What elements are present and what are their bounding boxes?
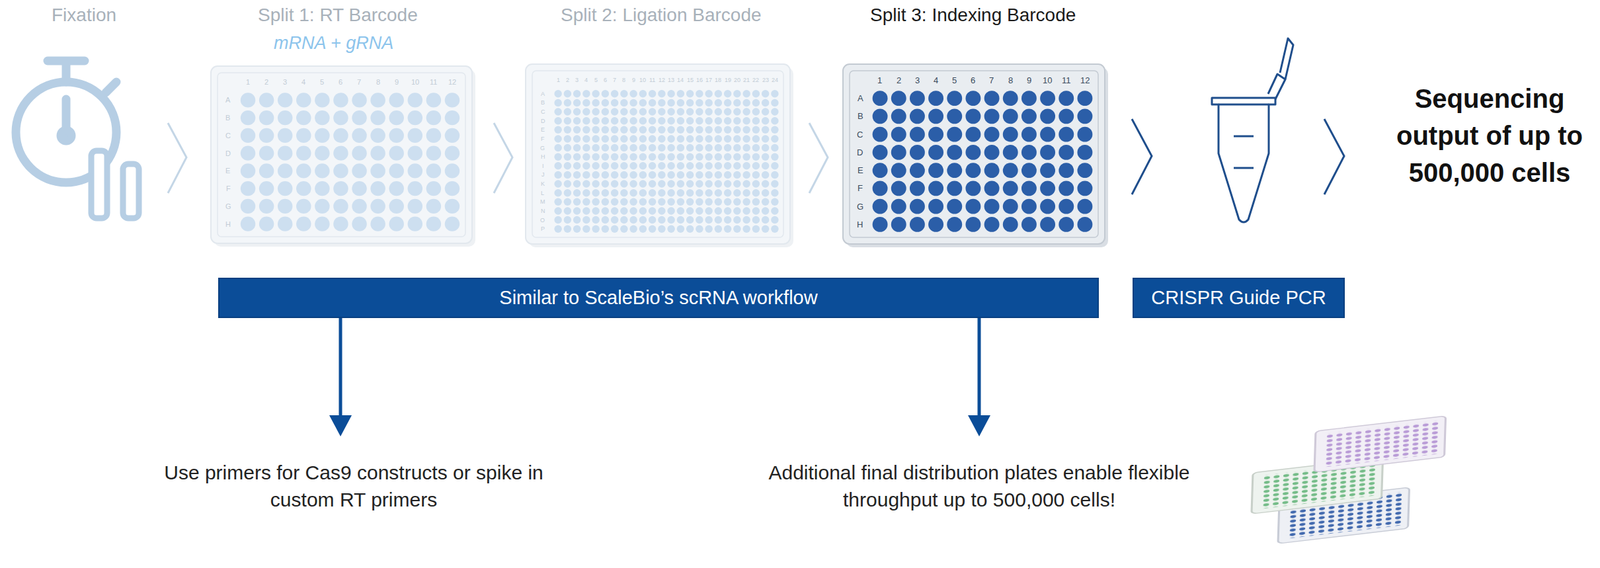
row-letter: H bbox=[856, 219, 863, 230]
column-number: 7 bbox=[612, 76, 617, 84]
column-number: 5 bbox=[952, 75, 957, 86]
column-number: 9 bbox=[1026, 75, 1032, 86]
column-number: 4 bbox=[301, 78, 306, 86]
column-number: 11 bbox=[649, 76, 656, 84]
column-number: 15 bbox=[686, 76, 694, 84]
stacked-plates bbox=[1251, 415, 1446, 544]
row-letter: E bbox=[225, 166, 231, 175]
column-number: 10 bbox=[1042, 75, 1052, 86]
column-number: 12 bbox=[448, 78, 457, 86]
note-text: Use primers for Cas9 constructs or spike… bbox=[148, 459, 559, 514]
row-letter: C bbox=[856, 129, 863, 140]
column-number: 1 bbox=[556, 76, 560, 84]
row-letter: G bbox=[856, 201, 864, 212]
row-letter: D bbox=[856, 147, 863, 158]
row-letter: I bbox=[542, 162, 545, 170]
column-number: 2 bbox=[896, 75, 902, 86]
column-number: 3 bbox=[575, 76, 579, 84]
column-number: 5 bbox=[594, 76, 598, 84]
column-number: 12 bbox=[658, 76, 666, 84]
column-number: 13 bbox=[667, 76, 675, 84]
column-number: 12 bbox=[1080, 75, 1090, 86]
step-title: Split 2: Ligation Barcode bbox=[560, 4, 762, 26]
column-number: 21 bbox=[743, 76, 750, 84]
column-number: 19 bbox=[724, 76, 732, 84]
column-number: 9 bbox=[394, 78, 399, 86]
column-number: 7 bbox=[357, 78, 361, 86]
column-number: 17 bbox=[705, 76, 713, 84]
column-number: 3 bbox=[915, 75, 920, 86]
row-letter: H bbox=[540, 153, 546, 160]
column-number: 20 bbox=[733, 76, 741, 84]
well-plate bbox=[525, 64, 794, 248]
row-letter: F bbox=[226, 184, 231, 193]
column-number: 11 bbox=[1061, 75, 1072, 86]
band-label: Similar to ScaleBio’s scRNA workflow bbox=[499, 286, 818, 309]
column-number: 16 bbox=[696, 76, 703, 84]
row-letter: N bbox=[540, 207, 546, 215]
row-letter: D bbox=[540, 117, 546, 125]
column-number: 10 bbox=[639, 76, 646, 84]
stopwatch-bars bbox=[91, 150, 139, 219]
step-title: Split 1: RT Barcode bbox=[257, 4, 418, 26]
row-letter: B bbox=[540, 99, 545, 106]
down-arrows bbox=[329, 318, 991, 437]
row-letter: K bbox=[540, 180, 545, 188]
column-number: 1 bbox=[877, 75, 882, 86]
column-number: 8 bbox=[1008, 75, 1013, 86]
row-letter: G bbox=[540, 144, 545, 152]
row-letter: M bbox=[540, 198, 546, 205]
column-number: 8 bbox=[622, 76, 626, 84]
column-number: 5 bbox=[320, 78, 324, 86]
note-text: Additional final distribution plates ena… bbox=[751, 459, 1208, 514]
column-number: 3 bbox=[282, 78, 287, 86]
column-number: 8 bbox=[376, 78, 381, 86]
row-letter: B bbox=[857, 111, 864, 121]
column-number: 1 bbox=[245, 78, 250, 86]
row-letter: E bbox=[540, 126, 545, 133]
row-letter: L bbox=[540, 189, 545, 197]
column-number: 9 bbox=[632, 76, 636, 84]
column-number: 11 bbox=[429, 78, 438, 86]
column-number: 6 bbox=[338, 78, 343, 86]
column-number: 10 bbox=[411, 78, 420, 86]
column-number: 18 bbox=[714, 76, 722, 84]
row-letter: F bbox=[857, 183, 863, 194]
column-number: 22 bbox=[752, 76, 760, 84]
column-number: 7 bbox=[989, 75, 994, 86]
band-label: CRISPR Guide PCR bbox=[1151, 286, 1326, 309]
row-letter: A bbox=[540, 90, 545, 98]
output-text: Sequencing output of up to 500,000 cells bbox=[1390, 80, 1589, 192]
row-letter: A bbox=[225, 95, 231, 104]
row-letter: D bbox=[225, 149, 231, 158]
column-number: 4 bbox=[933, 75, 939, 86]
column-number: 14 bbox=[677, 76, 684, 84]
step-subtitle: mRNA + gRNA bbox=[273, 33, 394, 54]
column-number: 23 bbox=[762, 76, 769, 84]
row-letter: G bbox=[225, 202, 232, 211]
column-number: 4 bbox=[584, 76, 588, 84]
row-letter: P bbox=[540, 225, 545, 233]
row-letter: C bbox=[225, 131, 231, 140]
row-letter: E bbox=[857, 165, 864, 176]
workflow-band: CRISPR Guide PCR bbox=[1132, 277, 1345, 319]
row-letter: H bbox=[225, 220, 231, 229]
row-letter: J bbox=[541, 171, 545, 178]
well-plate bbox=[210, 66, 476, 247]
workflow-band: Similar to ScaleBio’s scRNA workflow bbox=[218, 277, 1099, 319]
row-letter: A bbox=[857, 93, 864, 104]
row-letter: C bbox=[540, 108, 546, 116]
tube-icon bbox=[1211, 38, 1294, 223]
row-letter: B bbox=[225, 113, 231, 122]
column-number: 2 bbox=[565, 76, 570, 84]
step-title: Split 3: Indexing Barcode bbox=[870, 4, 1076, 26]
column-number: 2 bbox=[264, 78, 269, 86]
column-number: 6 bbox=[970, 75, 976, 86]
step-title: Fixation bbox=[51, 4, 117, 26]
row-letter: O bbox=[540, 216, 545, 224]
row-letter: F bbox=[540, 135, 545, 143]
well-plate bbox=[842, 64, 1109, 248]
column-number: 6 bbox=[603, 76, 607, 84]
column-number: 24 bbox=[771, 76, 779, 84]
